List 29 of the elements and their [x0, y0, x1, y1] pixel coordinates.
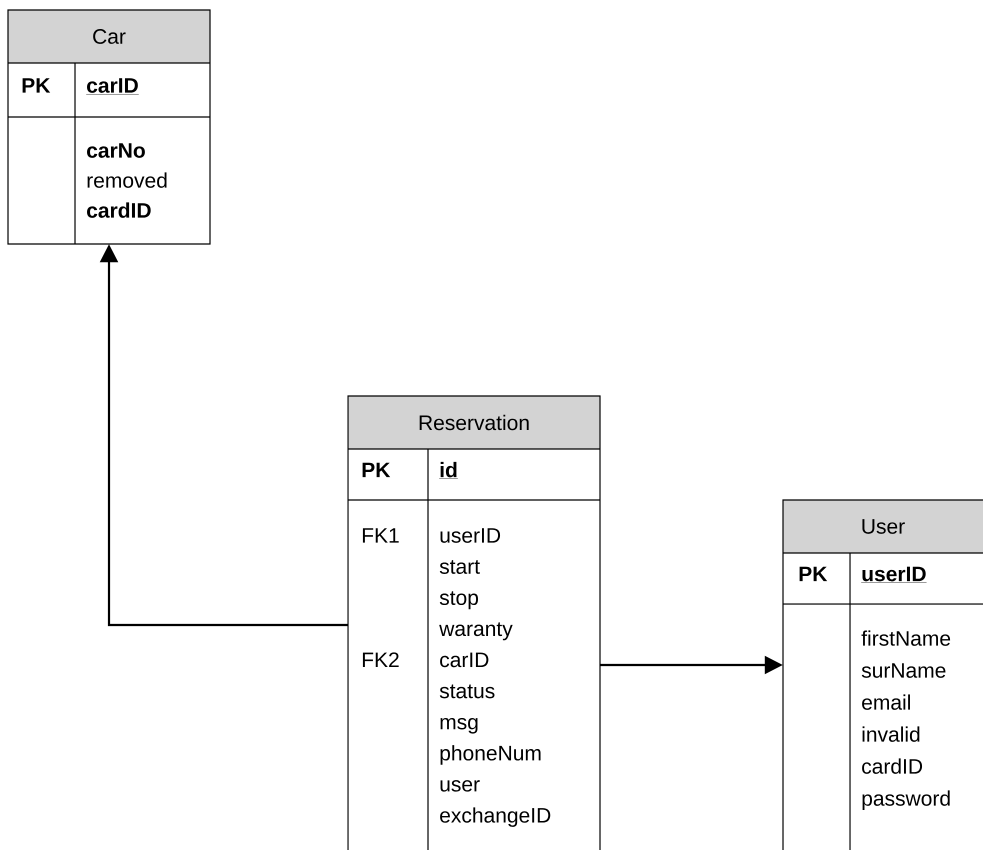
table-title: Car [93, 29, 126, 44]
attribute-text: status [440, 684, 494, 698]
attribute-text: surName [862, 663, 946, 678]
attribute-text: firstName [862, 630, 950, 646]
attribute-text: waranty [439, 622, 513, 640]
attribute-text: cardID [87, 202, 151, 218]
attribute-text: removed [88, 172, 167, 188]
key-field: userID [861, 566, 927, 583]
attribute-text: cardID [862, 758, 922, 774]
attribute-text: carID [440, 652, 488, 668]
key-label: PK [22, 78, 50, 93]
attribute-text: password [862, 790, 950, 810]
key-label: FK1 [362, 528, 399, 543]
attribute-text: phoneNum [440, 745, 541, 765]
attribute-text: msg [440, 718, 478, 734]
attribute-text: stop [440, 591, 478, 610]
key-label: FK2 [362, 652, 399, 668]
key-label: PK [362, 462, 390, 478]
attribute-text: userID [440, 528, 500, 543]
attribute-text: carNo [87, 143, 145, 158]
attribute-text: email [862, 694, 910, 710]
key-label: PK [800, 566, 828, 582]
attribute-text: user [440, 780, 480, 792]
key-field: id [439, 462, 458, 479]
table-title: Reservation [420, 414, 529, 430]
key-field: carID [86, 78, 139, 94]
attribute-text: start [440, 560, 480, 574]
attribute-text: exchangeID [440, 807, 550, 827]
attribute-text: invalid [862, 726, 920, 742]
